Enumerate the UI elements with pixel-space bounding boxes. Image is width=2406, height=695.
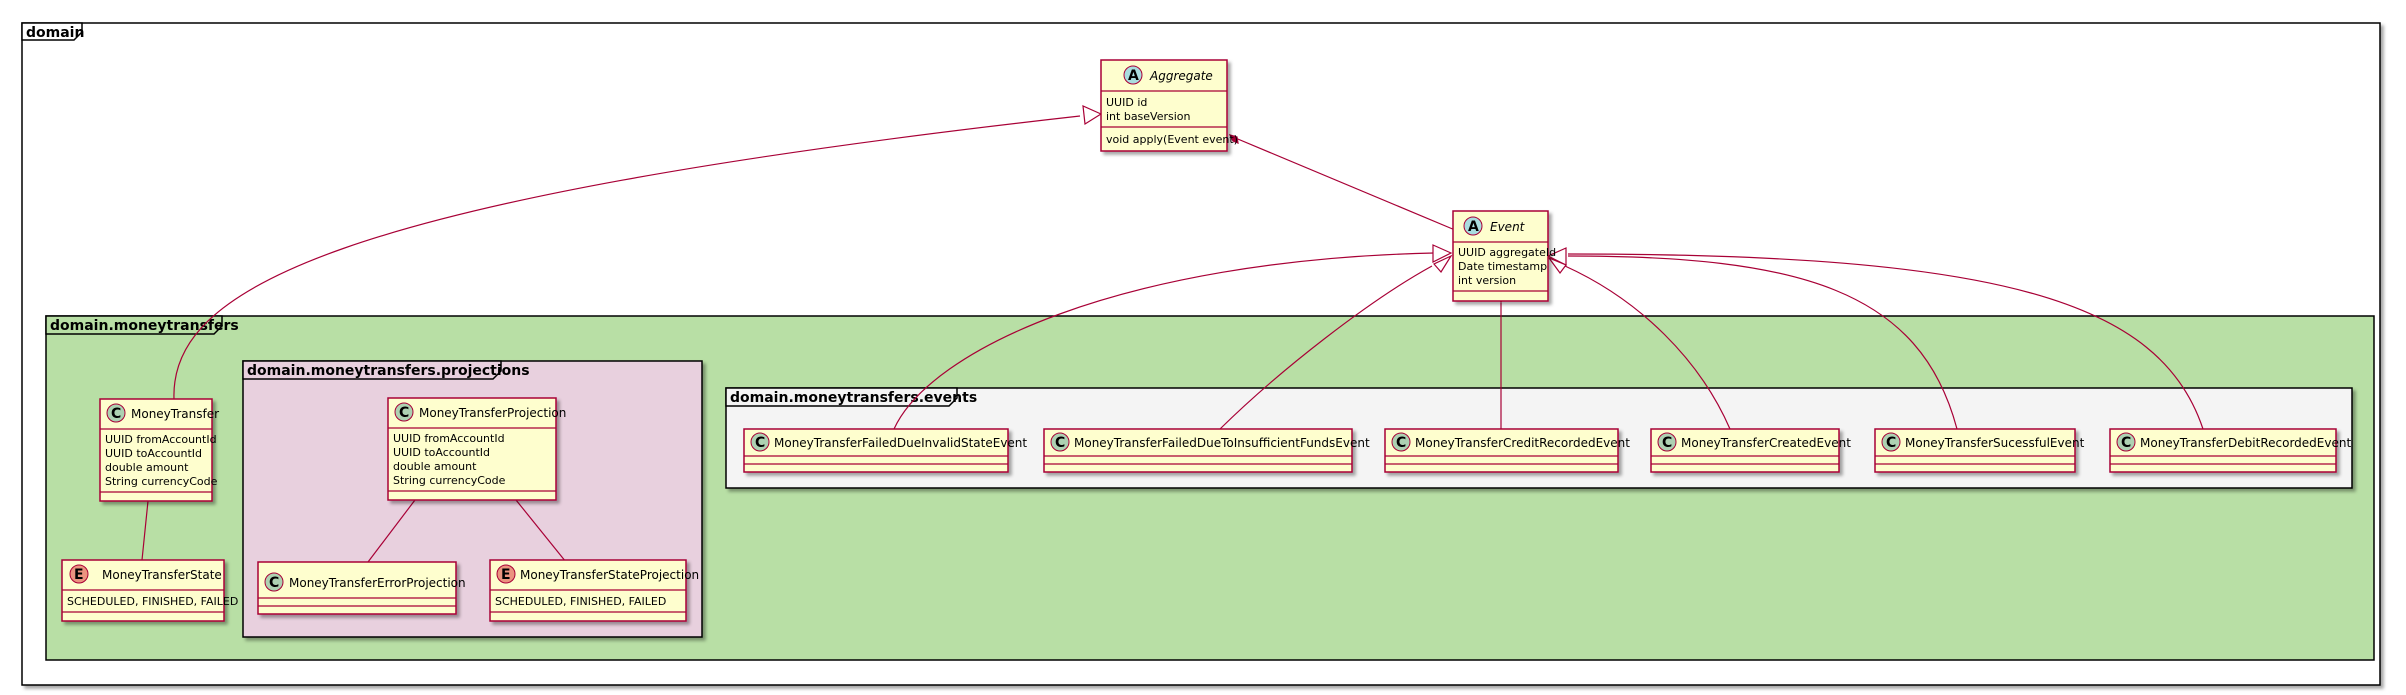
class-sucessful-event[interactable]: C MoneyTransferSucessfulEvent [1874, 428, 2085, 473]
class-aggregate[interactable]: A Aggregate UUID id int baseVersion void… [1100, 59, 1238, 152]
class-attribute: double amount [105, 461, 189, 474]
class-money-transfer[interactable]: C MoneyTransfer UUID fromAccountId UUID … [99, 398, 219, 502]
class-attribute: UUID aggregateId [1458, 246, 1556, 259]
class-failed-due-to-insufficient-funds-event[interactable]: C MoneyTransferFailedDueToInsufficientFu… [1043, 428, 1370, 473]
relation-insufficient-extends-event [1219, 265, 1433, 430]
relation-aggregate-event [1232, 136, 1456, 231]
class-debit-recorded-event[interactable]: C MoneyTransferDebitRecordedEvent [2109, 428, 2351, 473]
class-stereotype-icon [394, 402, 414, 422]
stereotype-glyph: C [269, 575, 279, 591]
enum-stereotype-icon [69, 564, 89, 584]
class-stereotype-icon [1881, 432, 1901, 452]
relation-projection-error [367, 499, 416, 563]
relation-debit-extends-event [1567, 253, 2204, 430]
abstract-stereotype-icon [1123, 65, 1143, 85]
stereotype-glyph: C [1055, 435, 1065, 451]
class-stereotype-icon [264, 572, 284, 592]
class-name: MoneyTransferProjection [419, 406, 566, 420]
class-attribute: UUID id [1106, 96, 1147, 109]
stereotype-glyph: A [1128, 68, 1139, 84]
relation-moneytransfer-extends-aggregate [173, 115, 1081, 400]
inheritance-arrowhead [1546, 247, 1567, 266]
stereotype-glyph: E [501, 567, 511, 583]
class-name: MoneyTransferDebitRecordedEvent [2140, 436, 2351, 450]
class-failed-due-invalid-state-event[interactable]: C MoneyTransferFailedDueInvalidStateEven… [743, 428, 1027, 473]
class-name: MoneyTransferErrorProjection [289, 576, 466, 590]
class-money-transfer-error-projection[interactable]: C MoneyTransferErrorProjection [257, 561, 466, 615]
class-attribute: Date timestamp [1458, 260, 1547, 273]
class-attribute: UUID fromAccountId [105, 433, 217, 446]
class-attribute: UUID fromAccountId [393, 432, 505, 445]
package-moneytransfers-label: domain.moneytransfers [50, 318, 239, 334]
relation-projection-state-projection [515, 499, 567, 563]
stereotype-glyph: C [1662, 435, 1672, 451]
class-stereotype-icon [1391, 432, 1411, 452]
stereotype-glyph: C [399, 405, 409, 421]
relation-moneytransfer-state [141, 500, 149, 561]
stereotype-glyph: C [1886, 435, 1896, 451]
enum-value: SCHEDULED, FINISHED, FAILED [495, 595, 666, 608]
inheritance-arrowhead [1547, 256, 1567, 275]
class-stereotype-icon [106, 403, 126, 423]
class-name: MoneyTransfer [131, 407, 219, 421]
package-events-label: domain.moneytransfers.events [730, 390, 977, 406]
inheritance-arrowhead [1433, 254, 1453, 274]
composition-diamond [1228, 134, 1239, 144]
class-name: MoneyTransferStateProjection [520, 568, 699, 582]
relation-created-extends-event [1564, 265, 1731, 430]
class-stereotype-icon [750, 432, 770, 452]
stereotype-glyph: C [111, 406, 121, 422]
relation-failedinvalid-extends-event [893, 252, 1435, 430]
class-method: void apply(Event event) [1106, 133, 1238, 146]
class-name: MoneyTransferState [102, 568, 222, 582]
class-attribute: int version [1458, 274, 1516, 287]
class-stereotype-icon [2116, 432, 2136, 452]
abstract-stereotype-icon [1463, 216, 1483, 236]
class-name: MoneyTransferSucessfulEvent [1905, 436, 2085, 450]
enum-stereotype-icon [496, 564, 516, 584]
relations [141, 105, 2204, 563]
class-attribute: String currencyCode [393, 474, 506, 487]
class-name: MoneyTransferCreditRecordedEvent [1415, 436, 1630, 450]
class-name: MoneyTransferFailedDueToInsufficientFund… [1074, 436, 1370, 450]
class-name: MoneyTransferCreatedEvent [1681, 436, 1851, 450]
inheritance-arrowhead [1082, 105, 1103, 126]
relation-sucessful-extends-event [1567, 255, 1958, 430]
stereotype-glyph: E [74, 567, 84, 583]
class-name: MoneyTransferFailedDueInvalidStateEvent [774, 436, 1027, 450]
class-credit-recorded-event[interactable]: C MoneyTransferCreditRecordedEvent [1384, 428, 1630, 473]
enum-value: SCHEDULED, FINISHED, FAILED [67, 595, 238, 608]
class-attribute: String currencyCode [105, 475, 218, 488]
package-projections-label: domain.moneytransfers.projections [247, 363, 530, 379]
class-name: Event [1490, 220, 1526, 234]
class-attribute: UUID toAccountId [393, 446, 490, 459]
class-created-event[interactable]: C MoneyTransferCreatedEvent [1650, 428, 1851, 473]
inheritance-arrowhead [1432, 244, 1453, 263]
class-stereotype-icon [1050, 432, 1070, 452]
class-stereotype-icon [1657, 432, 1677, 452]
enum-money-transfer-state[interactable]: E MoneyTransferState SCHEDULED, FINISHED… [61, 559, 238, 622]
class-name: Aggregate [1149, 69, 1213, 83]
stereotype-glyph: A [1468, 219, 1479, 235]
package-domain-label: domain [26, 25, 84, 41]
stereotype-glyph: C [2121, 435, 2131, 451]
class-attribute: UUID toAccountId [105, 447, 202, 460]
class-money-transfer-projection[interactable]: C MoneyTransferProjection UUID fromAccou… [387, 397, 566, 501]
class-event[interactable]: A Event UUID aggregateId Date timestamp … [1452, 210, 1556, 302]
class-attribute: int baseVersion [1106, 110, 1191, 123]
enum-money-transfer-state-projection[interactable]: E MoneyTransferStateProjection SCHEDULED… [489, 559, 699, 622]
class-attribute: double amount [393, 460, 477, 473]
stereotype-glyph: C [1396, 435, 1406, 451]
stereotype-glyph: C [755, 435, 765, 451]
